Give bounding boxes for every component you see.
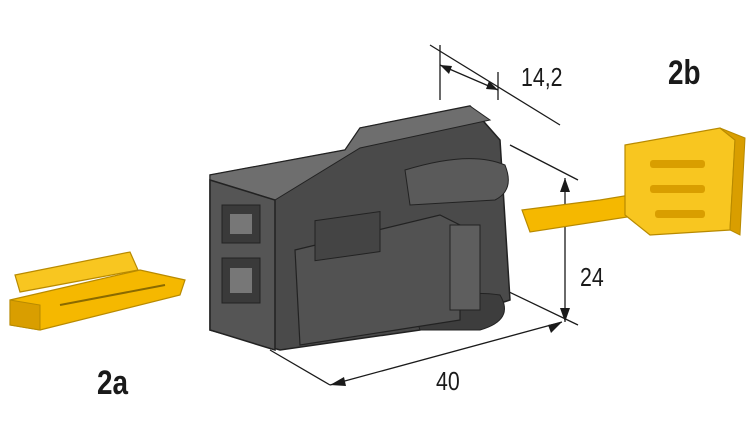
arrowheads (330, 65, 570, 386)
extension-line (269, 349, 331, 386)
dimension-height-label: 24 (580, 262, 604, 292)
dimension-depth-label: 14,2 (521, 62, 563, 92)
extension-line (504, 289, 579, 326)
part-2b-lock (521, 127, 746, 236)
dimension-lines (269, 44, 579, 386)
dimension-length-label: 40 (436, 366, 460, 396)
connector-housing (209, 105, 511, 352)
part-2b-label: 2b (668, 54, 701, 92)
extension-line (509, 144, 579, 181)
part-2a-label: 2a (97, 364, 129, 402)
extension-line (429, 44, 561, 126)
dimension-line-length (329, 321, 563, 386)
part-2a-clip (9, 251, 186, 331)
